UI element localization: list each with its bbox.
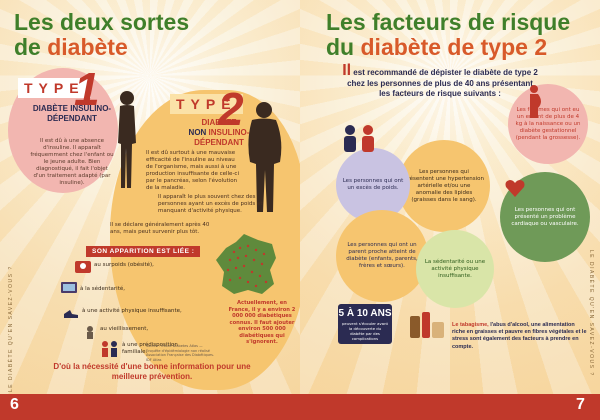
risk-circle-hypertension: Les personnes qui présentent une hyperte… xyxy=(398,140,490,232)
years-badge-big: 5 À 10 ANS xyxy=(338,308,392,319)
type1-number: 1 xyxy=(74,63,100,115)
years-badge-small: peuvent s'écouler avant la découverte du… xyxy=(342,321,388,341)
factor-family: à une prédisposition familiale. xyxy=(122,342,178,355)
left-page-number: 6 xyxy=(10,396,19,413)
aging-icon xyxy=(87,326,93,339)
type1-heading: DIABÈTE INSULINO-DÉPENDANT xyxy=(32,104,112,123)
risk-cardio-text: Les personnes qui ont présenté un problè… xyxy=(511,206,579,227)
right-page-title: Les facteurs de risque du diabète de typ… xyxy=(326,10,570,60)
left-side-text: LE DIABÈTE QU'EN SAVEZ-VOUS ? xyxy=(8,265,14,392)
right-footer-bar xyxy=(300,394,600,420)
other-risk-factors: Le tabagisme, l'abus d'alcool, une alime… xyxy=(452,322,588,351)
right-title-prefix: du xyxy=(326,34,361,60)
type2-heading-line3: DÉPENDANT xyxy=(194,138,244,147)
risk-circle-sedentary: La sédentarité ou une activité physique … xyxy=(416,230,494,308)
type2-heading-insulino: INSULINO- xyxy=(208,128,250,137)
television-icon xyxy=(61,282,77,293)
pregnant-woman-icon xyxy=(530,85,541,118)
left-title-accent: diabète xyxy=(47,34,128,60)
risk-overweight-text: Les personnes qui ont un excès de poids. xyxy=(342,178,404,191)
adult-silhouette-icon xyxy=(248,102,282,212)
right-side-text: LE DIABÈTE QU'EN SAVEZ-VOUS ? xyxy=(588,250,594,377)
years-badge: 5 À 10 ANS peuvent s'écouler avant la dé… xyxy=(338,304,392,344)
type2-text: Il est dû surtout à une mauvaise efficac… xyxy=(146,150,239,191)
factor-sedentary: à la sédentarité, xyxy=(80,286,125,292)
factor-aging: au vieillissement, xyxy=(100,326,149,332)
shoes-icon xyxy=(64,310,78,318)
apparition-label: SON APPARITION EST LIÉE : xyxy=(86,246,201,257)
right-title-line2: du diabète de type 2 xyxy=(326,35,570,60)
diabetes-statistics: Actuellement, en France, il y a environ … xyxy=(228,300,296,345)
left-conclusion: D'où la nécessité d'une bonne informatio… xyxy=(53,362,251,381)
other-risk-text: l'abus d'alcool, une alimentation riche … xyxy=(452,322,587,350)
type2-heading-line1: DIABÈTE xyxy=(201,118,237,127)
heart-icon xyxy=(505,180,525,197)
type2-label: TYPE xyxy=(170,94,243,114)
right-page: Les facteurs de risque du diabète de typ… xyxy=(300,0,600,420)
france-map-icon xyxy=(216,234,276,294)
type2-heading: DIABÈTE NON INSULINO- DÉPENDANT xyxy=(174,118,264,148)
tobacco-alcohol-icon xyxy=(410,312,444,338)
left-footer-bar xyxy=(0,394,300,420)
statistics-source: Source : Etude Diabetes Atlas — Enquête … xyxy=(146,344,215,362)
left-page-title: Les deux sortes de diabète xyxy=(14,10,189,60)
family-icon xyxy=(102,341,117,357)
type2-heading-non: NON xyxy=(188,128,209,137)
type2-number: 2 xyxy=(218,83,244,135)
type1-label: TYPE xyxy=(18,78,91,98)
type2-point-weight: Il apparaît le plus souvent chez des per… xyxy=(158,194,263,214)
people-icon xyxy=(344,125,374,152)
right-page-number: 7 xyxy=(576,396,585,413)
intro-text: est recommandé de dépister le diabète de… xyxy=(347,68,538,98)
factor-overweight: au surpoids (obésité), xyxy=(94,262,154,268)
risk-parents-text: Les personnes qui ont un parent proche a… xyxy=(346,242,418,269)
type1-text: Il est dû à une absence d'insuline. Il a… xyxy=(30,138,114,186)
intro-dropcap: Il xyxy=(342,62,352,79)
risk-circle-overweight: Les personnes qui ont un excès de poids. xyxy=(336,148,410,222)
right-title-accent: diabète de type 2 xyxy=(360,34,548,60)
risk-intro: Il est recommandé de dépister le diabète… xyxy=(342,63,538,100)
type2-heading-line2: NON INSULINO- xyxy=(174,128,264,138)
left-page: Les deux sortes de diabète TYPE 1 DIABÈT… xyxy=(0,0,300,420)
left-title-line2: de diabète xyxy=(14,35,189,60)
left-title-line1: Les deux sortes xyxy=(14,9,190,35)
risk-circle-mothers: Les femmes qui ont eu un enfant de plus … xyxy=(508,84,588,164)
risk-sedentary-text: La sédentarité ou une activité physique … xyxy=(424,258,486,279)
child-silhouette-icon xyxy=(118,91,136,188)
type2-point-age: Il se déclare généralement après 40 ans,… xyxy=(110,222,210,235)
left-title-prefix: de xyxy=(14,34,48,60)
factor-physical-activity: à une activité physique insuffisante, xyxy=(82,308,182,314)
risk-circle-parents: Les personnes qui ont un parent proche a… xyxy=(336,210,428,302)
scale-icon xyxy=(75,261,91,273)
other-risk-first: Le tabagisme, xyxy=(452,322,489,328)
risk-mothers-text: Les femmes qui ont eu un enfant de plus … xyxy=(515,106,581,141)
risk-hypertension-text: Les personnes qui présentent une hyperte… xyxy=(404,168,484,203)
right-title-line1: Les facteurs de risque xyxy=(326,9,571,35)
